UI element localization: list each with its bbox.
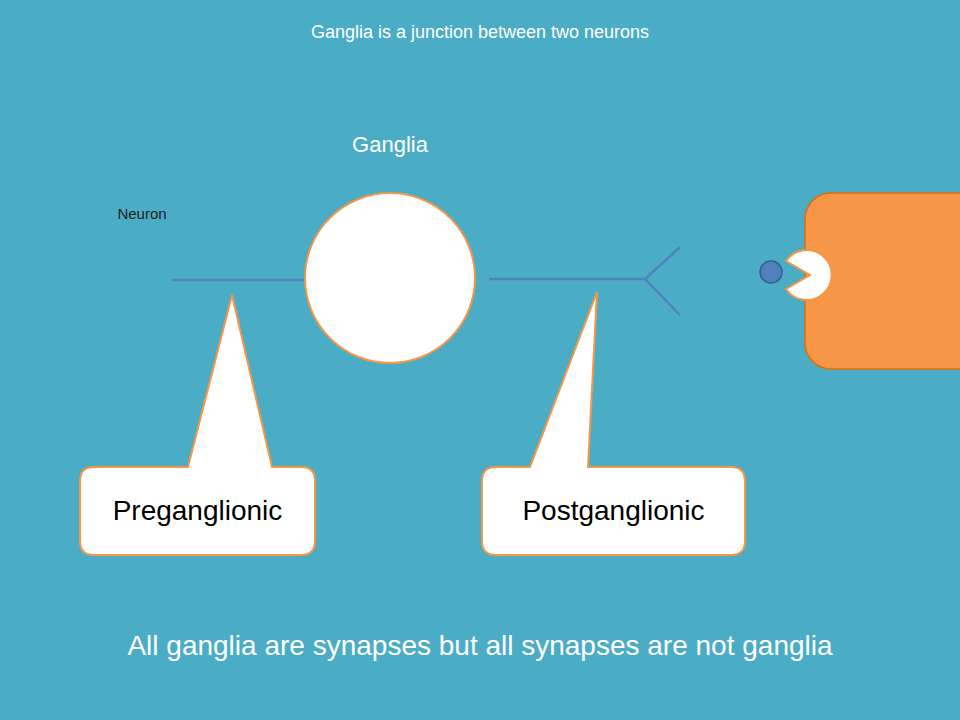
axon <box>172 279 325 282</box>
callout-box: Preganglionic <box>80 293 315 557</box>
receptor <box>786 250 832 300</box>
caption: All ganglia are synapses but all synapse… <box>0 630 960 662</box>
title: Ganglia is a junction between two neuron… <box>0 22 960 43</box>
axon <box>489 278 645 281</box>
callout-text: Postganglionic <box>522 495 704 527</box>
callout-outline <box>482 292 745 555</box>
axon-terminal <box>645 247 680 315</box>
ganglion-circle: Ganglia <box>303 132 477 365</box>
ganglion-circle-outline <box>303 132 477 365</box>
callout-box: Postganglionic <box>482 290 745 557</box>
callout-text: Preganglionic <box>113 495 283 527</box>
callout-outline <box>80 295 315 555</box>
ganglion-circle <box>305 193 475 363</box>
neurotransmitter <box>760 261 782 283</box>
part-label: Neuron <box>117 205 166 222</box>
node-heading: Ganglia <box>352 132 428 158</box>
